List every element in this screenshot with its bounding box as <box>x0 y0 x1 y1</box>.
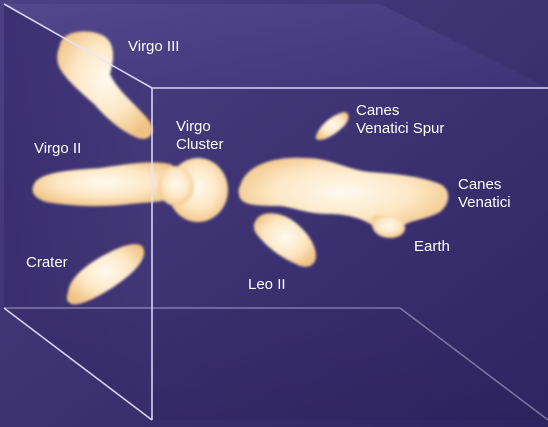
label-canes-venatici-spur-line2: Venatici Spur <box>356 120 444 138</box>
label-virgo-iii: Virgo III <box>128 38 179 56</box>
label-canes-venatici-spur: Canes Venatici Spur <box>356 102 444 138</box>
label-canes-venatici-spur-line1: Canes <box>356 102 444 120</box>
label-virgo-cluster-line1: Virgo <box>176 118 224 136</box>
label-leo-ii: Leo II <box>248 276 286 294</box>
label-canes-venatici: Canes Venatici <box>458 176 511 212</box>
label-virgo-ii: Virgo II <box>34 140 81 158</box>
label-canes-venatici-line2: Venatici <box>458 194 511 212</box>
label-crater: Crater <box>26 254 68 272</box>
label-earth: Earth <box>414 238 450 256</box>
label-virgo-cluster: Virgo Cluster <box>176 118 224 154</box>
label-canes-venatici-line1: Canes <box>458 176 511 194</box>
virgo-cluster-link <box>158 166 194 206</box>
label-virgo-cluster-line2: Cluster <box>176 136 224 154</box>
